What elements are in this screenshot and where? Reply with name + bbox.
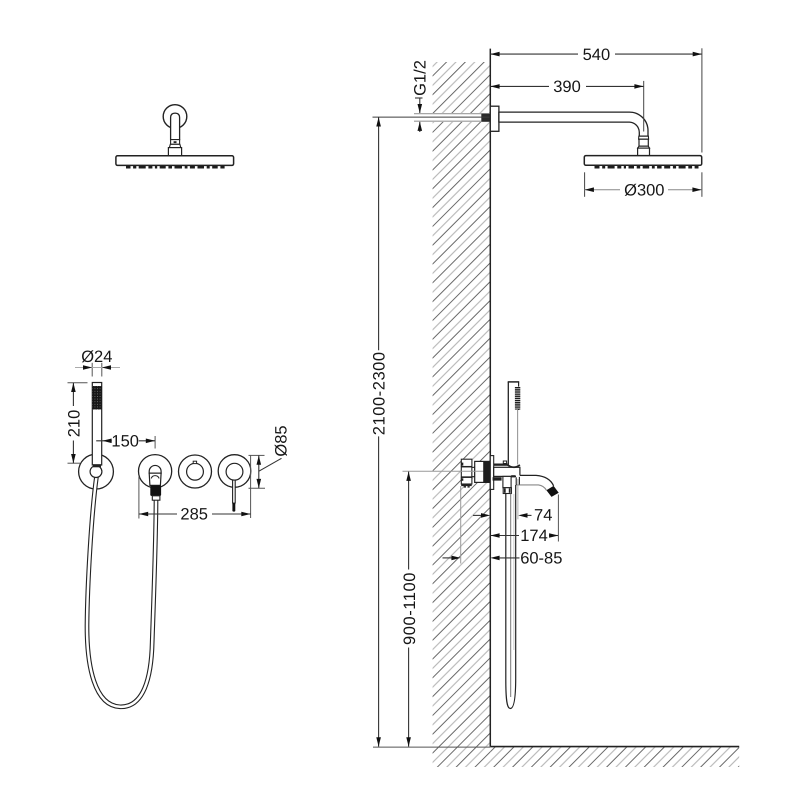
svg-text:900-1100: 900-1100	[401, 572, 419, 645]
svg-text:74: 74	[534, 506, 552, 524]
svg-text:60-85: 60-85	[520, 549, 562, 567]
svg-text:150: 150	[111, 433, 139, 451]
svg-text:390: 390	[553, 78, 581, 96]
svg-text:G1/2: G1/2	[411, 60, 429, 96]
svg-text:Ø24: Ø24	[81, 348, 112, 366]
svg-text:174: 174	[520, 527, 548, 545]
svg-text:Ø300: Ø300	[624, 181, 664, 199]
svg-text:2100-2300: 2100-2300	[370, 351, 388, 435]
svg-text:540: 540	[583, 46, 611, 64]
svg-text:210: 210	[65, 410, 83, 438]
svg-text:Ø85: Ø85	[273, 425, 291, 456]
svg-text:285: 285	[180, 506, 208, 524]
